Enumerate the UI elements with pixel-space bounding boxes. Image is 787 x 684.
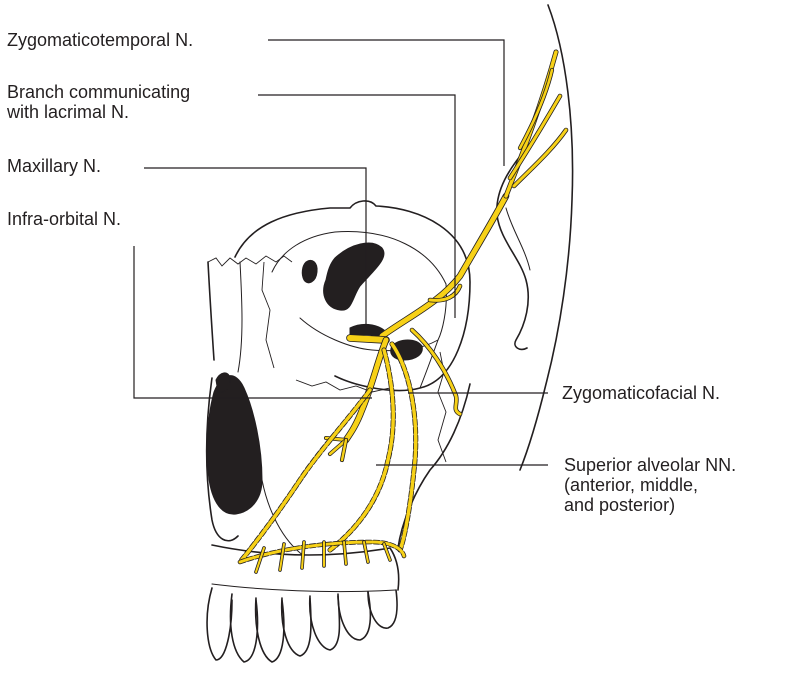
inferior-orbital-fissure bbox=[350, 324, 384, 336]
alveolar-arch bbox=[212, 584, 396, 592]
leader-zygomaticotemporal bbox=[268, 40, 504, 166]
superior-orbital-fissure bbox=[324, 243, 384, 310]
tooth bbox=[207, 588, 232, 660]
alveolar-process bbox=[212, 545, 399, 590]
frontal-process bbox=[238, 262, 242, 372]
nerve-branches bbox=[240, 52, 566, 572]
tooth bbox=[338, 592, 370, 640]
upper-teeth bbox=[207, 588, 397, 662]
label-branch-communicating: Branch communicating with lacrimal N. bbox=[7, 82, 190, 122]
tooth bbox=[282, 598, 311, 656]
posterior-superior-alveolar-outline bbox=[392, 344, 416, 550]
tooth bbox=[231, 594, 258, 662]
zygomatic-nerve-trunk-outline bbox=[382, 196, 506, 336]
label-zygomaticofacial-n: Zygomaticofacial N. bbox=[562, 383, 720, 403]
label-infra-orbital-n: Infra-orbital N. bbox=[7, 209, 121, 229]
dental-plexus bbox=[240, 542, 404, 562]
middle-superior-alveolar bbox=[330, 350, 393, 550]
label-zygomaticotemporal-n: Zygomaticotemporal N. bbox=[7, 30, 193, 50]
tooth bbox=[310, 596, 340, 650]
nasal-suture bbox=[208, 256, 292, 266]
tooth bbox=[368, 590, 397, 628]
nasal-bone-edge bbox=[208, 262, 214, 360]
optic-canal bbox=[302, 260, 317, 282]
label-superior-alveolar-nn: Superior alveolar NN. (anterior, middle,… bbox=[564, 455, 736, 515]
infraorbital-suture bbox=[296, 380, 390, 392]
piriform-aperture bbox=[207, 376, 262, 514]
zygomatic-nerve-trunk bbox=[382, 196, 506, 336]
label-maxillary-n: Maxillary N. bbox=[7, 156, 101, 176]
maxillary-nerve bbox=[350, 338, 386, 340]
tooth bbox=[256, 598, 284, 662]
frontomaxillary-suture bbox=[262, 262, 274, 368]
